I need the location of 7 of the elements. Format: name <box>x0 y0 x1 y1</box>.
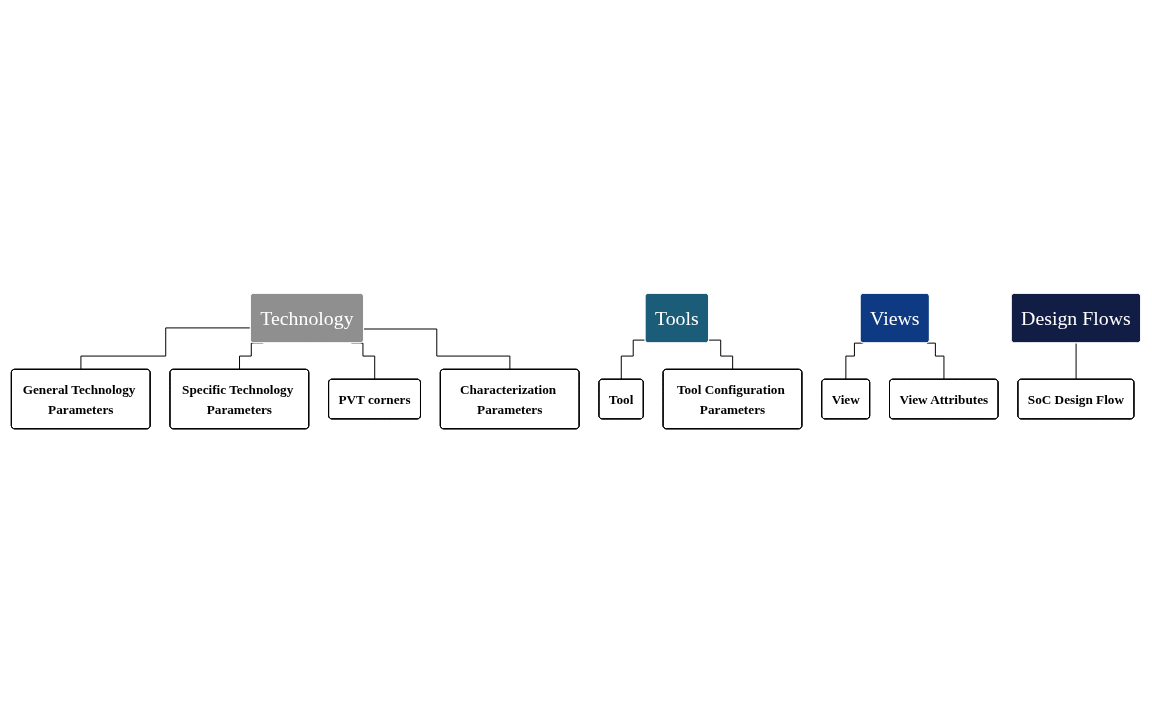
connector <box>845 342 864 380</box>
connector <box>708 339 734 371</box>
connector <box>363 328 511 371</box>
connector <box>926 342 945 380</box>
connector <box>1075 342 1077 380</box>
connector <box>620 339 646 380</box>
connector <box>80 327 252 371</box>
